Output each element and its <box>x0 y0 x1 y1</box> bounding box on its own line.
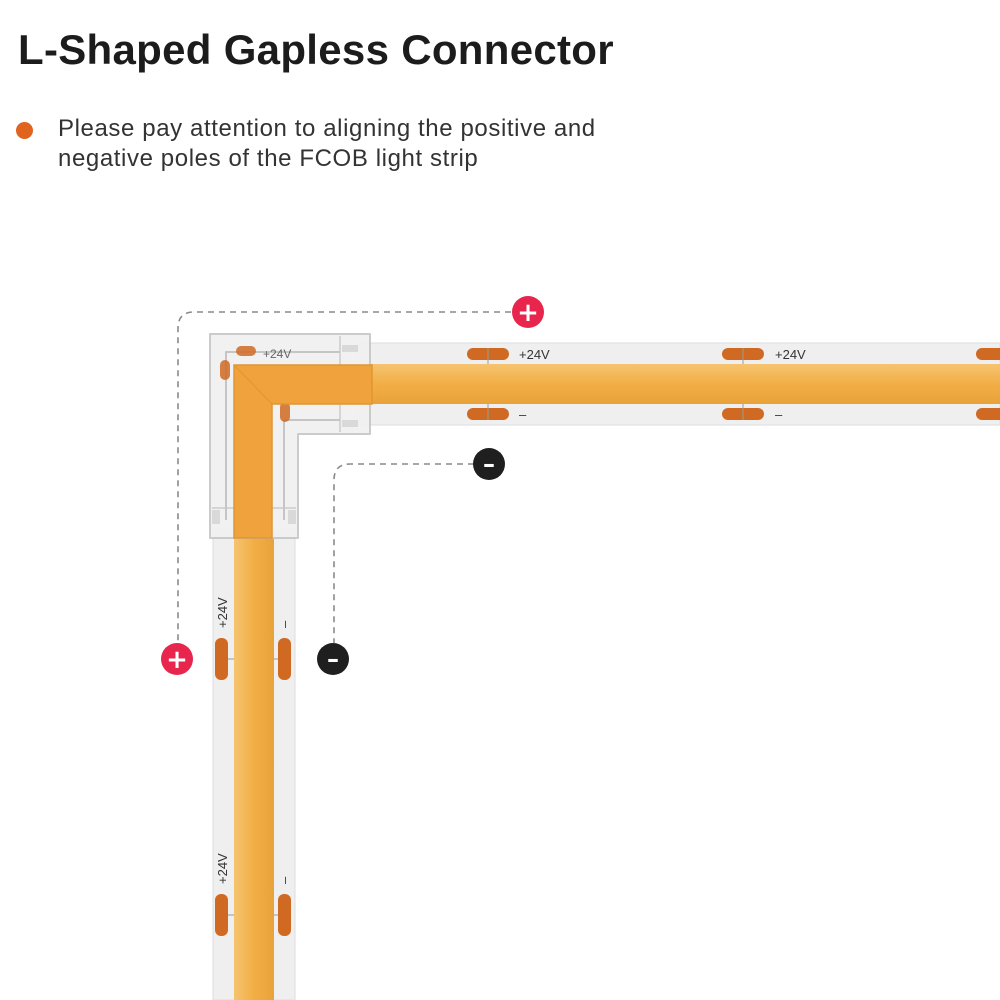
connector-solder-pad <box>280 402 290 422</box>
negative-pole-label: – <box>277 876 292 884</box>
pole-guide-lines <box>177 311 511 644</box>
positive-marker-top: + <box>512 296 544 328</box>
page-title: L-Shaped Gapless Connector <box>18 26 614 73</box>
negative-marker-top: – <box>473 448 505 480</box>
negative-marker-left: – <box>317 643 349 675</box>
positive-pole-label: +24V <box>215 597 230 628</box>
connector-contact <box>342 345 358 352</box>
connector-pole-label: +24V <box>263 347 291 361</box>
connector-cob-corner <box>233 364 373 539</box>
positive-pole-label: +24V <box>775 347 806 362</box>
plus-icon: + <box>517 298 539 328</box>
connector-solder-pad <box>236 346 256 356</box>
positive-marker-left: + <box>161 643 193 675</box>
solder-pad <box>976 408 1000 420</box>
cob-seam <box>233 364 273 405</box>
connector-solder-pad <box>220 360 230 380</box>
connector-contact <box>342 420 358 427</box>
l-shaped-connector: +24V <box>209 333 373 539</box>
solder-pad <box>278 638 291 680</box>
positive-guide-line <box>177 311 511 644</box>
instruction-text: Please pay attention to aligning the pos… <box>58 115 596 172</box>
horizontal-light-strip: +24V +24V – – <box>359 342 1000 426</box>
connector-contact <box>212 510 220 524</box>
negative-pole-label: – <box>519 407 527 422</box>
horizontal-cob-band <box>360 364 1000 404</box>
minus-icon: – <box>327 645 339 673</box>
minus-icon: – <box>483 450 495 478</box>
connector-wire-positive <box>225 351 340 520</box>
positive-pole-label: +24V <box>215 853 230 884</box>
vertical-cob-band <box>234 530 274 1000</box>
solder-pad <box>215 638 228 680</box>
solder-pad <box>215 894 228 936</box>
positive-pole-label: +24V <box>519 347 550 362</box>
plus-icon: + <box>166 645 188 675</box>
solder-pad <box>278 894 291 936</box>
solder-pad <box>976 348 1000 360</box>
negative-pole-label: – <box>277 620 292 628</box>
negative-guide-line <box>333 463 474 643</box>
vertical-light-strip: +24V +24V – – <box>212 529 296 1000</box>
negative-pole-label: – <box>775 407 783 422</box>
bullet-icon <box>16 122 33 139</box>
connector-contact <box>288 510 296 524</box>
